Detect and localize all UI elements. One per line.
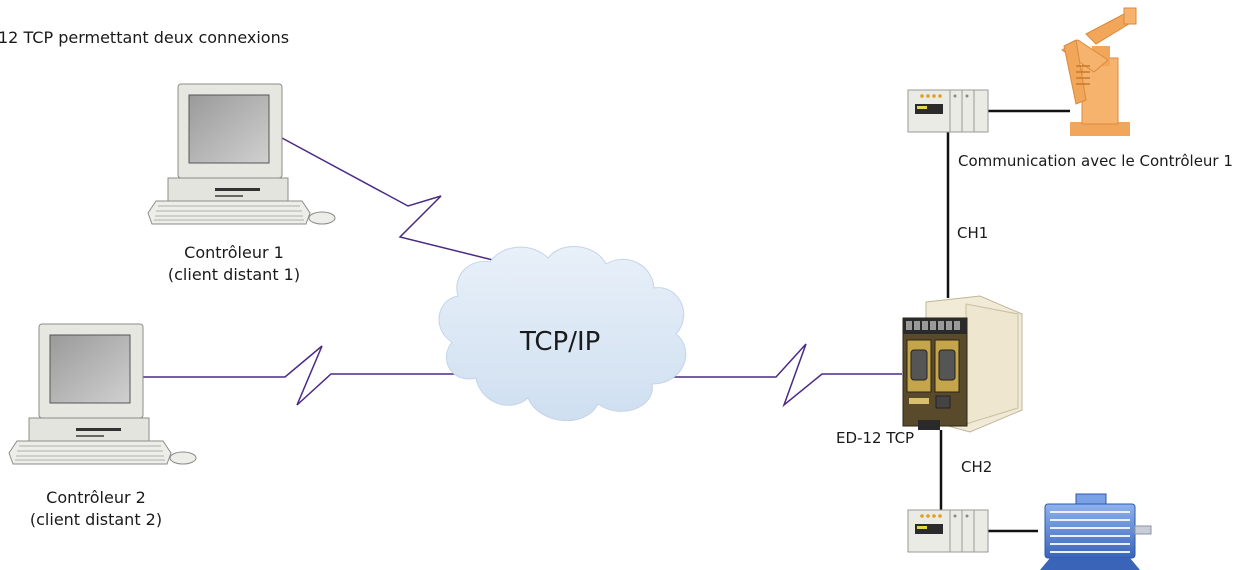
network-label: TCP/IP bbox=[520, 327, 601, 357]
comm-label: Communication avec le Contrôleur 1 bbox=[958, 152, 1233, 170]
controller1-role: (client distant 1) bbox=[167, 265, 301, 284]
computer-icon bbox=[8, 323, 197, 465]
channel2-label: CH2 bbox=[961, 458, 993, 476]
plc-module-icon bbox=[907, 89, 989, 133]
wired-connections bbox=[939, 109, 1070, 533]
diagram-title: 12 TCP permettant deux connexions bbox=[0, 28, 290, 47]
device-icon bbox=[902, 295, 1023, 433]
plc-module-icon bbox=[907, 509, 989, 553]
link-device bbox=[668, 343, 902, 408]
controller2-role: (client distant 2) bbox=[29, 510, 163, 529]
controller2-name: Contrôleur 2 bbox=[46, 488, 146, 507]
channel1-label: CH1 bbox=[957, 224, 989, 242]
computer-icon bbox=[147, 83, 336, 225]
robot-arm-icon bbox=[1061, 7, 1137, 136]
controller2-label: Contrôleur 2 (client distant 2) bbox=[26, 487, 166, 531]
motor-icon bbox=[1040, 493, 1152, 570]
device-label: ED-12 TCP bbox=[836, 429, 915, 447]
controller1-label: Contrôleur 1 (client distant 1) bbox=[164, 242, 304, 286]
controller1-name: Contrôleur 1 bbox=[184, 243, 284, 262]
link-controller1 bbox=[281, 137, 506, 264]
cloud-icon bbox=[438, 246, 687, 422]
link-controller2 bbox=[143, 345, 460, 406]
